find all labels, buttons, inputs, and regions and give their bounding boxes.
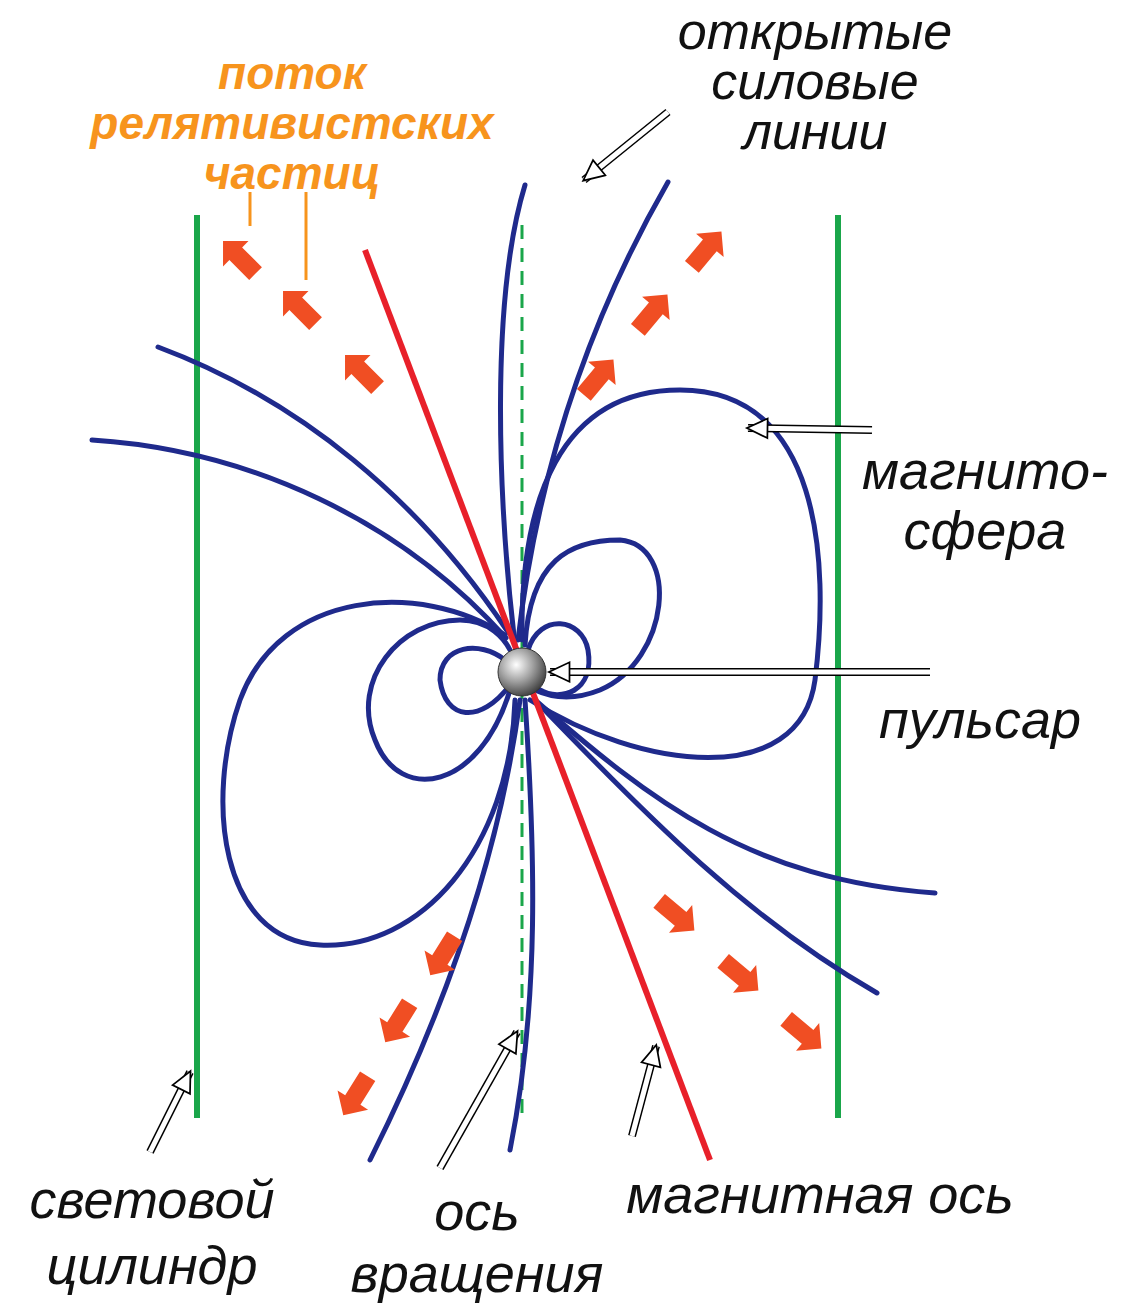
rotation-axis-label: ось вращения [351,1180,604,1304]
light-cylinder-label: световой цилиндр [30,1166,275,1298]
magnetic-axis-label: магнитная ось [626,1163,1013,1225]
leader-lines [250,192,306,280]
magnetosphere-label: магнито- сфера [862,440,1108,560]
pulsar-label: пульсар [879,688,1081,750]
light-cylinder [194,215,200,1118]
flow-label: поток релятивистских частиц [90,48,493,198]
field-lines [92,182,935,1160]
callout-arrows [150,112,930,1168]
light-cylinder [835,215,841,1118]
pulsar-star [498,648,546,696]
magnetic-axis [365,250,710,1160]
open-lines-label: открытые силовые линии [678,6,952,156]
